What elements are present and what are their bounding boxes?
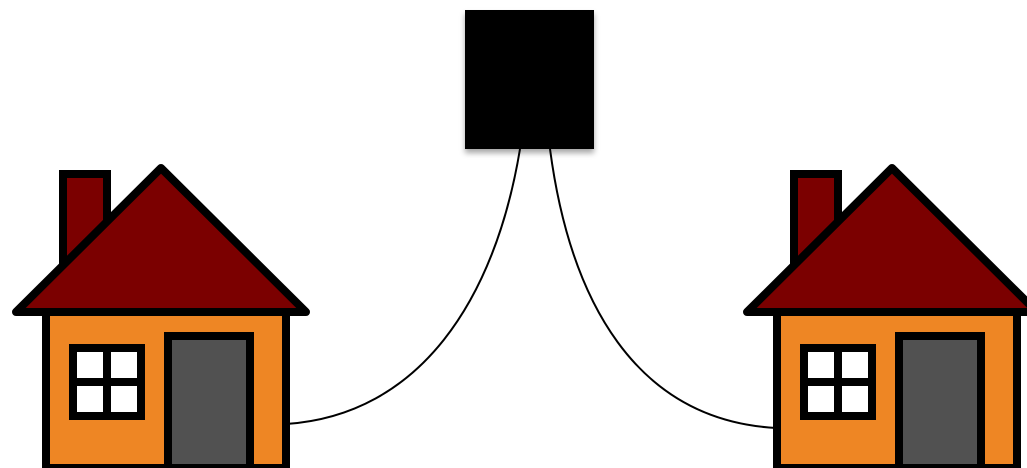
cable-hub-to-left-house — [286, 149, 520, 424]
hub-box — [465, 10, 594, 149]
left-house-icon — [16, 168, 306, 468]
cable-hub-to-right-house — [550, 149, 776, 428]
right-house-icon — [747, 168, 1027, 468]
